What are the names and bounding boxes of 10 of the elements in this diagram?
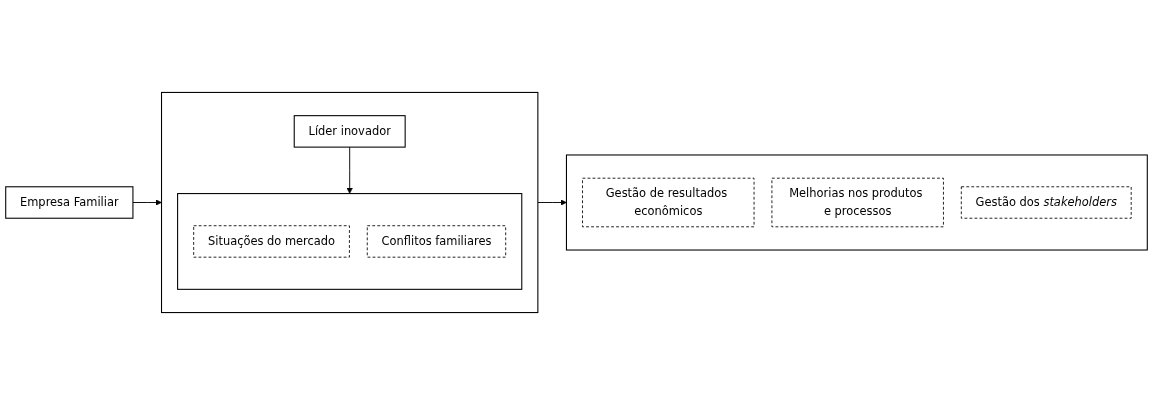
node-box: Gestão de resultados econômicos: [582, 177, 755, 228]
cluster: [565, 154, 1148, 251]
node-box: Situações do mercado: [193, 225, 350, 258]
node-box: Empresa Familiar: [5, 186, 134, 219]
node-box: Conflitos familiares: [366, 225, 507, 258]
node-box: Líder inovador: [293, 115, 406, 148]
cluster: [177, 193, 523, 290]
node-box: Melhorias nos produtos e processos: [771, 177, 944, 228]
cluster: [161, 91, 539, 314]
node-box: Gestão dos stakeholders: [960, 186, 1132, 219]
